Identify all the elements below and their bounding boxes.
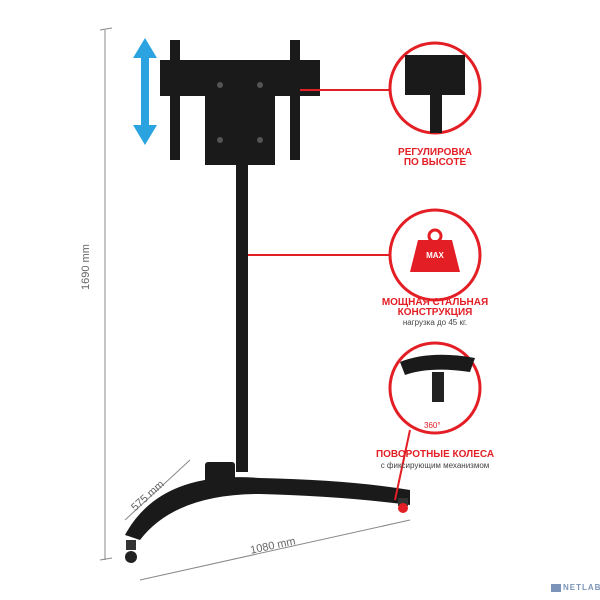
height-dimension-line — [99, 27, 113, 561]
feature-circle-height — [388, 41, 482, 135]
height-adjust-arrow-icon — [133, 38, 157, 145]
watermark: NETLAB — [563, 583, 600, 592]
wheel-icon — [125, 498, 408, 563]
title-line: МОЩНАЯ СТАЛЬНАЯ — [381, 297, 489, 308]
feature-wheels-title: ПОВОРОТНЫЕ КОЛЕСА — [375, 449, 495, 460]
title-line: ПО ВЫСОТЕ — [403, 157, 467, 168]
title-line: РЕГУЛИРОВКА — [398, 147, 472, 158]
callout-lines — [248, 89, 411, 501]
pole — [236, 160, 248, 472]
height-dimension: 1690 mm — [80, 244, 92, 290]
weight-icon — [410, 240, 460, 272]
feature-wheels-subtitle: с фиксирующим механизмом — [380, 461, 490, 470]
rotation-badge: 360° — [424, 421, 441, 430]
feature-circle-wheels — [388, 341, 482, 435]
feature-height-title: РЕГУЛИРОВКА ПО ВЫСОТЕ — [385, 148, 485, 168]
netlab-logo-icon — [551, 584, 561, 592]
title-line: КОНСТРУКЦИЯ — [397, 307, 473, 318]
feature-strength-subtitle: нагрузка до 45 кг. — [402, 318, 468, 327]
max-badge: MAX — [426, 251, 444, 260]
feature-strength-title: МОЩНАЯ СТАЛЬНАЯ КОНСТРУКЦИЯ — [375, 298, 495, 318]
feature-circle-strength — [388, 208, 482, 302]
base — [125, 462, 410, 540]
depth-dimension-line — [124, 459, 191, 521]
tv-mount — [160, 40, 320, 165]
width-dimension-line — [139, 519, 411, 581]
